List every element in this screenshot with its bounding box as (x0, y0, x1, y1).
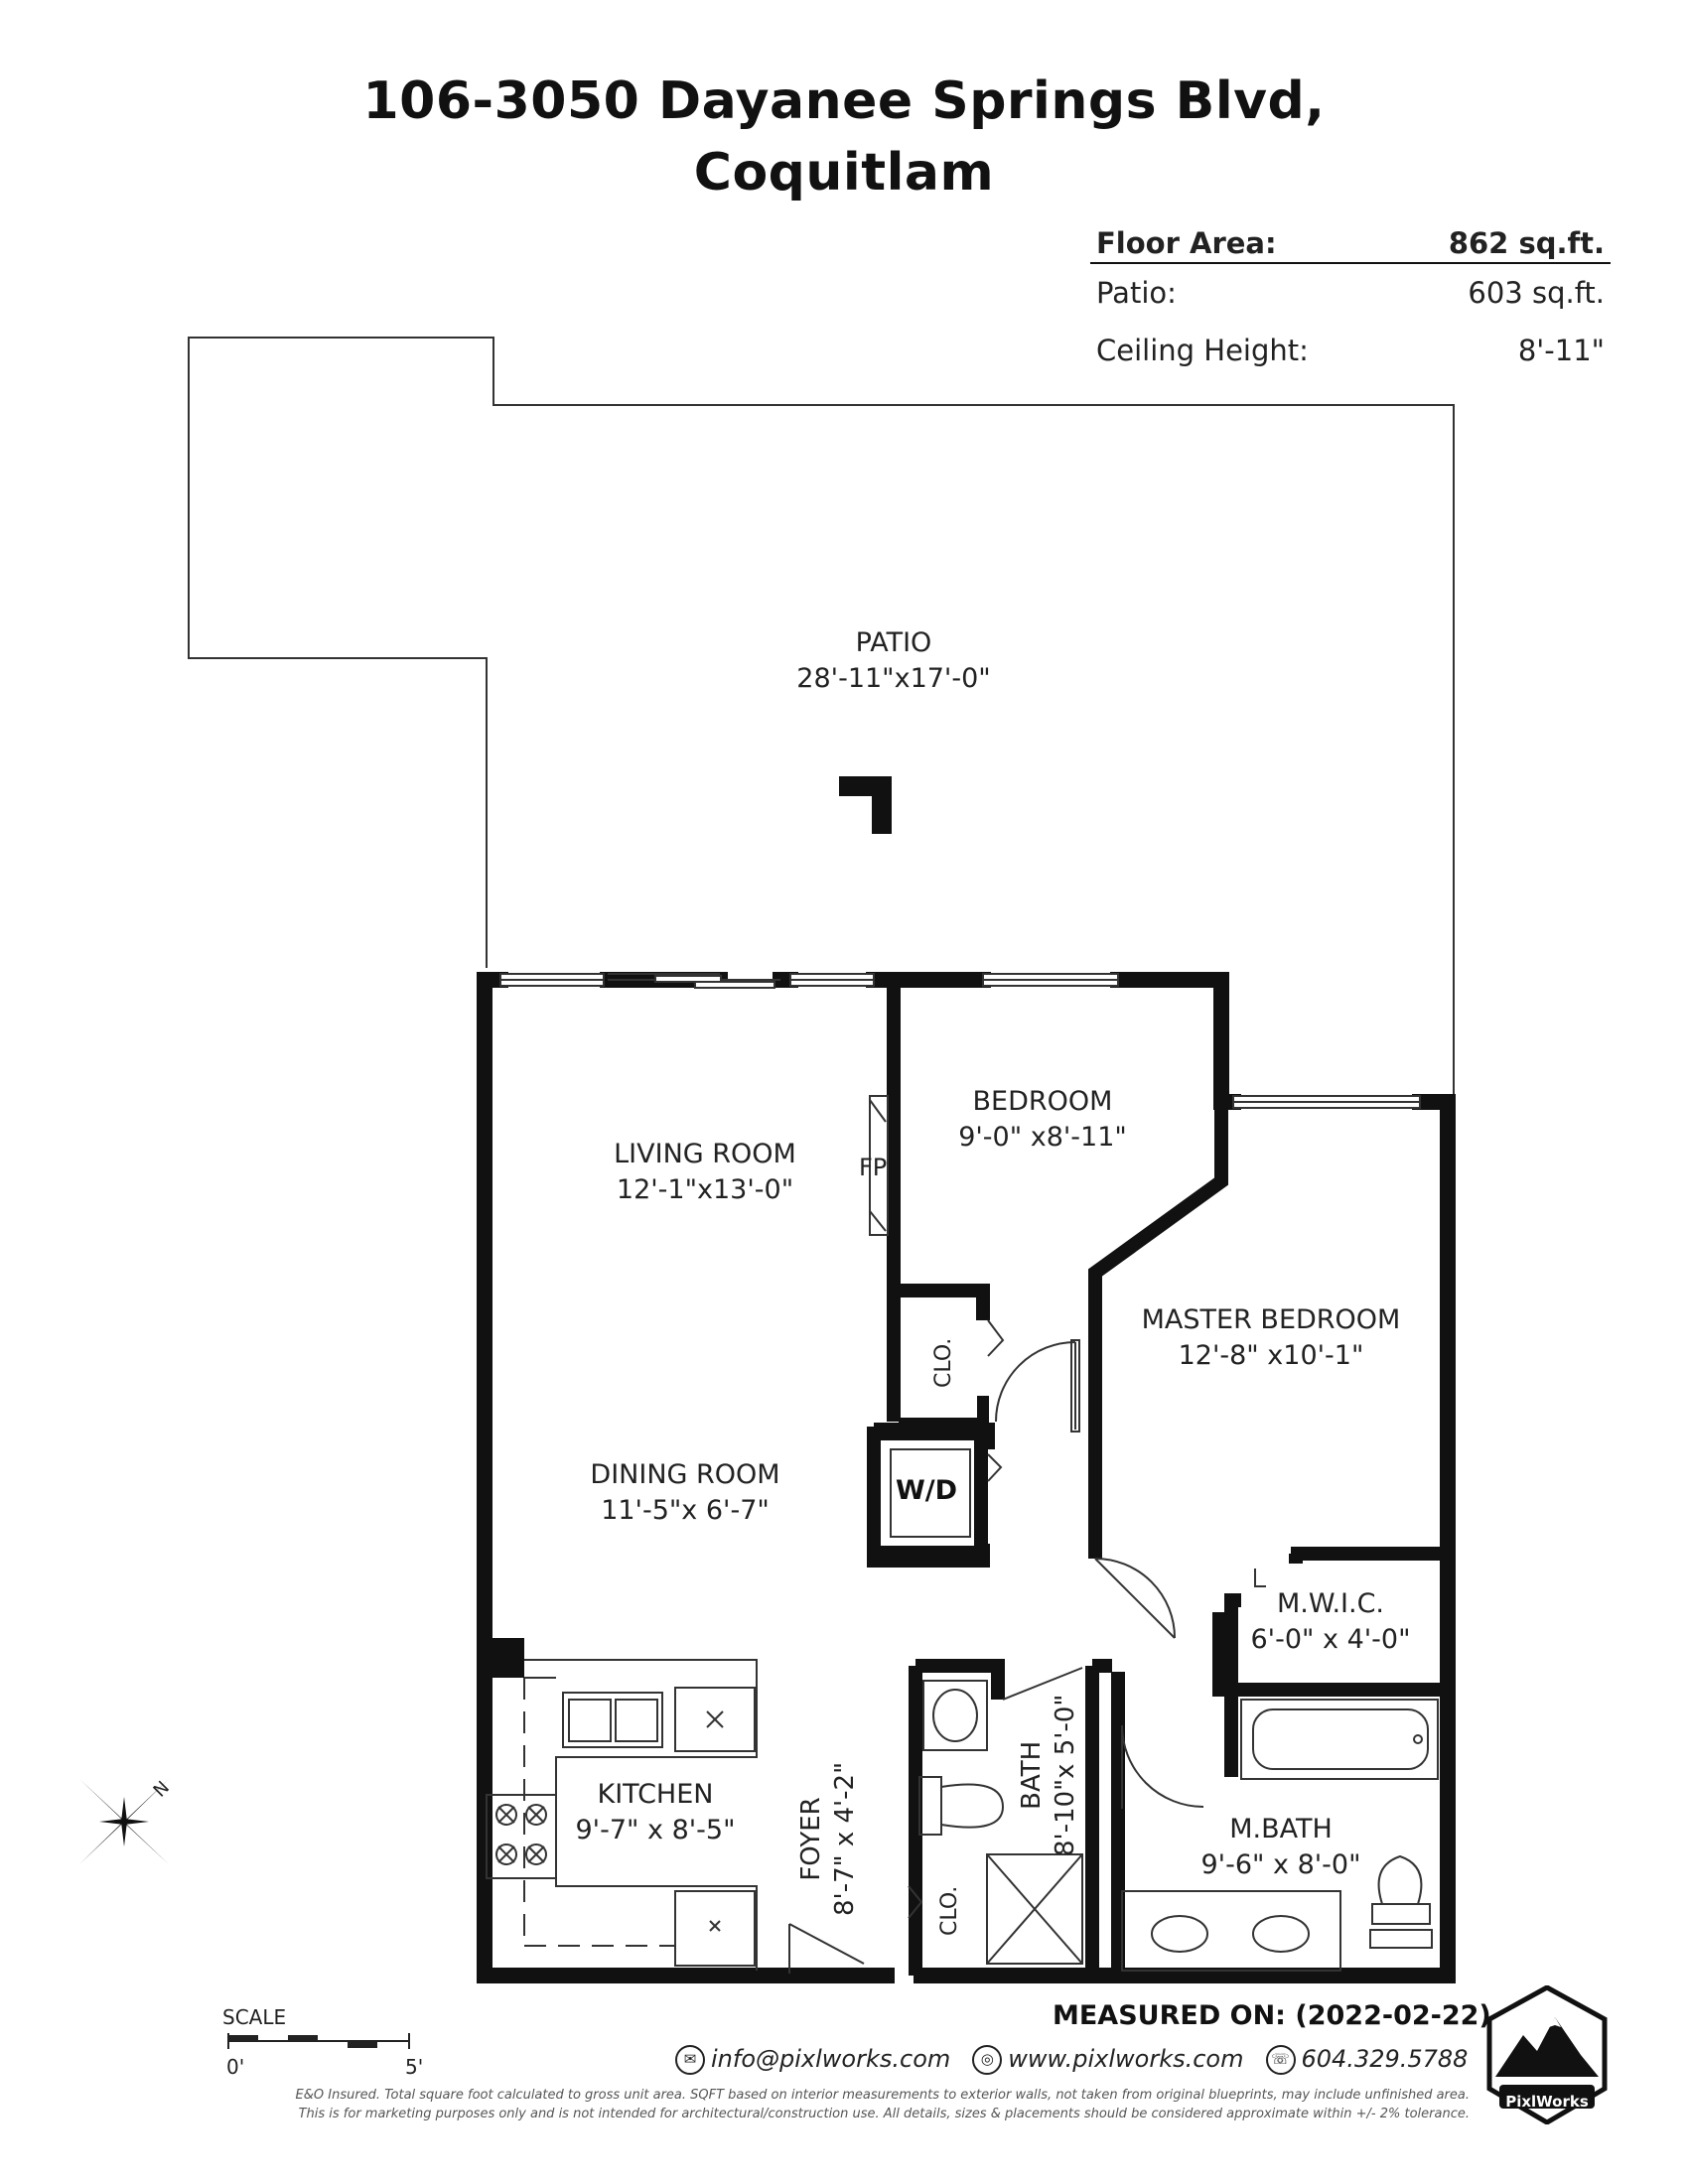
closet-2-name: CLO. (937, 1885, 962, 1936)
phone-item[interactable]: ☏604.329.5788 (1265, 2045, 1469, 2075)
patio-area-value: 603 sq.ft. (1468, 276, 1605, 310)
ceiling-height-row: Ceiling Height: 8'-11" (1090, 322, 1611, 379)
kitchen-dims: 9'-7" x 8'-5" (575, 1815, 736, 1845)
pixlworks-logo (1486, 1985, 1608, 2124)
patio-label: PATIO 28'-11"x17'-0" (745, 625, 1043, 697)
floor-area-row: Floor Area: 862 sq.ft. (1090, 218, 1611, 264)
sliding-door (608, 973, 780, 989)
website-item[interactable]: ◎www.pixlworks.com (972, 2045, 1244, 2075)
kitchen-wall-stub (485, 1638, 524, 1678)
foyer-dims: 8'-7" x 4'-2" (830, 1761, 860, 1916)
email-icon: ✉ (675, 2045, 705, 2075)
fireplace-label: FP (859, 1154, 888, 1181)
scale-title: SCALE (222, 2005, 287, 2029)
patio-column (839, 776, 892, 834)
mwic-name: M.W.I.C. (1276, 1588, 1385, 1619)
globe-icon: ◎ (972, 2045, 1003, 2075)
email-text: info@pixlworks.com (711, 2045, 951, 2073)
master-bedroom-dims: 12'-8" x10'-1" (1178, 1340, 1364, 1371)
closet-1-name: CLO. (931, 1337, 956, 1388)
bedroom-dims: 9'-0" x8'-11" (958, 1122, 1127, 1153)
address-line-2: Coquitlam (693, 143, 995, 203)
bath-fixtures (918, 1680, 1439, 1972)
kitchen-label: KITCHEN 9'-7" x 8'-5" (556, 1777, 755, 1848)
contact-info: ✉info@pixlworks.com ◎www.pixlworks.com ☏… (675, 2045, 1468, 2075)
kitchen-name: KITCHEN (597, 1779, 714, 1810)
ceiling-height-label: Ceiling Height: (1096, 334, 1309, 367)
email-item[interactable]: ✉info@pixlworks.com (675, 2045, 950, 2075)
dining-room-name: DINING ROOM (590, 1459, 780, 1490)
bedroom-closet (894, 1285, 989, 1430)
area-stats: Floor Area: 862 sq.ft. Patio: 603 sq.ft.… (1090, 218, 1611, 379)
washer-dryer-box (867, 1427, 988, 1560)
disclaimer-line-1: E&O Insured. Total square foot calculate… (295, 2088, 1470, 2103)
patio-dims: 28'-11"x17'-0" (796, 663, 991, 694)
patio-area-row: Patio: 603 sq.ft. (1090, 264, 1611, 322)
windows (499, 973, 1421, 1109)
master-bedroom-name: MASTER BEDROOM (1141, 1304, 1401, 1335)
foyer-closet-label: CLO. (933, 1886, 967, 1936)
bedroom-name: BEDROOM (972, 1086, 1113, 1117)
master-bedroom-label: MASTER BEDROOM 12'-8" x10'-1" (1112, 1302, 1430, 1374)
floor-area-label: Floor Area: (1096, 226, 1277, 260)
washer-dryer-label: W/D (896, 1475, 958, 1506)
bath-name: BATH (1017, 1740, 1047, 1810)
living-room-label: LIVING ROOM 12'-1"x13'-0" (556, 1137, 854, 1208)
living-room-name: LIVING ROOM (614, 1139, 796, 1169)
bedroom-closet-label: CLO. (927, 1338, 961, 1388)
address-line-1: 106-3050 Dayanee Springs Blvd, (362, 71, 1326, 131)
scale-bar (227, 2033, 410, 2049)
logo-text: PixlWorks (1505, 2093, 1589, 2111)
doors (788, 1319, 1266, 1974)
master-bath-label: M.BATH 9'-6" x 8'-0" (1192, 1812, 1370, 1883)
master-bath-dims: 9'-6" x 8'-0" (1200, 1849, 1361, 1880)
mwic-label: M.W.I.C. 6'-0" x 4'-0" (1241, 1586, 1420, 1658)
foyer-name: FOYER (796, 1797, 826, 1881)
floor-area-value: 862 sq.ft. (1448, 226, 1605, 260)
measured-on: MEASURED ON: (2022-02-22) (1053, 2000, 1491, 2031)
ceiling-height-value: 8'-11" (1517, 334, 1605, 367)
master-bath-name: M.BATH (1229, 1814, 1333, 1844)
kitchen-counters (486, 1659, 758, 1971)
dining-room-dims: 11'-5"x 6'-7" (601, 1495, 770, 1526)
living-room-dims: 12'-1"x13'-0" (616, 1174, 794, 1205)
disclaimer-line-2: This is for marketing purposes only and … (298, 2107, 1470, 2121)
foyer-label: FOYER 8'-7" x 4'-2" (794, 1762, 862, 1916)
bedroom-label: BEDROOM 9'-0" x8'-11" (928, 1084, 1157, 1156)
website-text: www.pixlworks.com (1008, 2045, 1244, 2073)
dining-room-label: DINING ROOM 11'-5"x 6'-7" (536, 1457, 834, 1529)
phone-text: 604.329.5788 (1301, 2045, 1469, 2073)
bath-label: BATH 8'-10"x 5'-0" (1015, 1695, 1082, 1856)
bath-dims: 8'-10"x 5'-0" (1051, 1694, 1080, 1856)
patio-area-label: Patio: (1096, 276, 1177, 310)
scale-end: 5' (405, 2055, 424, 2079)
patio-name: PATIO (855, 627, 932, 658)
phone-icon: ☏ (1265, 2045, 1296, 2075)
scale-start: 0' (226, 2055, 245, 2079)
patio-outline (188, 337, 1455, 1095)
compass-icon (79, 1779, 169, 1864)
fireplace (869, 1095, 889, 1236)
mwic-dims: 6'-0" x 4'-0" (1250, 1624, 1411, 1655)
